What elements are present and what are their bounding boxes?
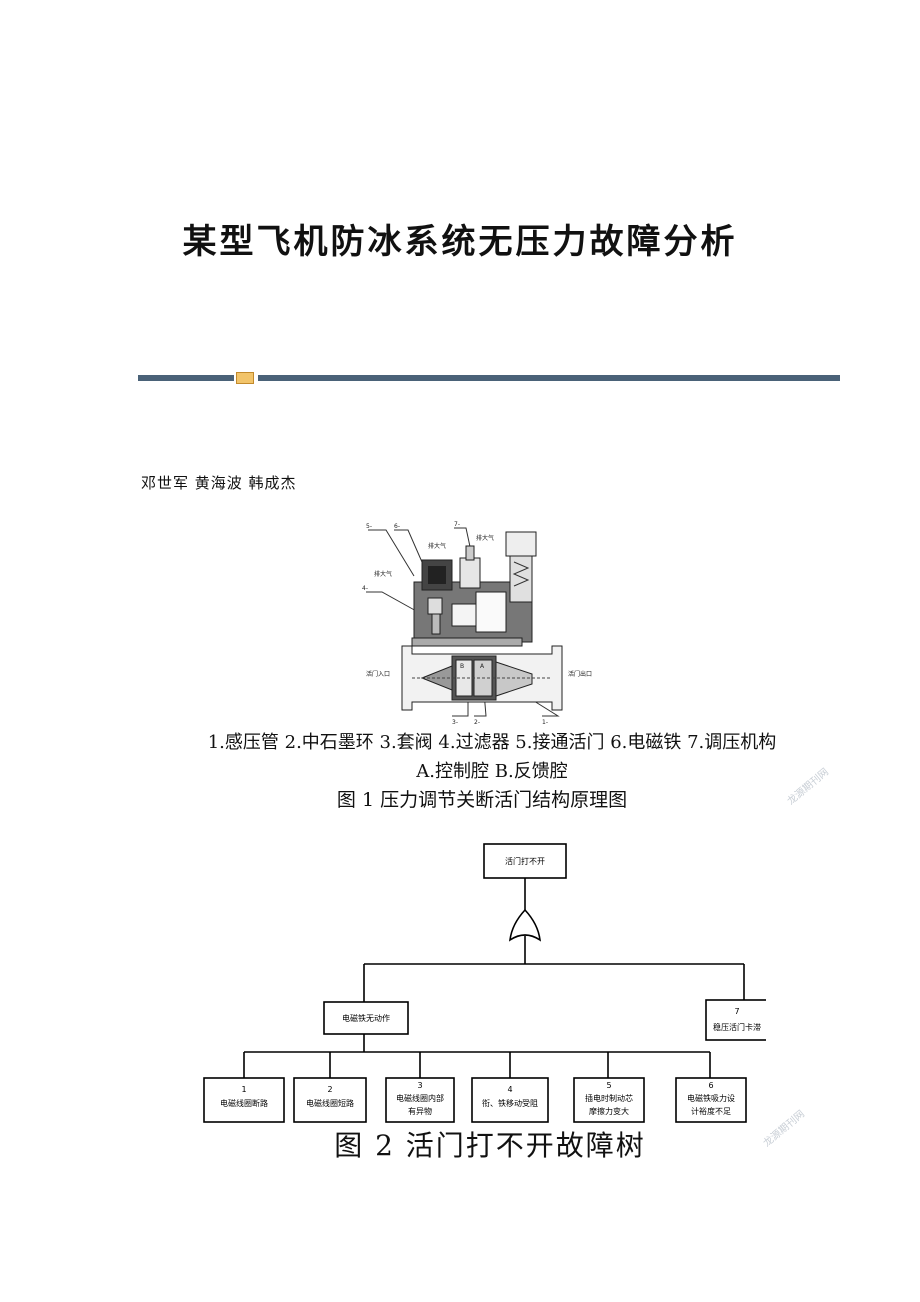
label-inlet: 活门入口	[366, 670, 390, 678]
leaf-6-num: 6	[708, 1081, 713, 1090]
title-divider	[138, 372, 840, 384]
label-exhaust-1: 排大气	[428, 542, 446, 550]
figure1-caption: 图 1 压力调节关断活门结构原理图	[336, 789, 628, 811]
divider-bar-left	[138, 375, 234, 381]
mid-left-label: 电磁铁无动作	[342, 1013, 390, 1023]
authors: 邓世军 黄海波 韩成杰	[141, 474, 297, 492]
label-n2: 2-	[474, 719, 480, 726]
divider-bar-right	[258, 375, 840, 381]
envelope-icon	[236, 372, 254, 384]
paper-title: 某型飞机防冰系统无压力故障分析	[182, 222, 738, 262]
figure2-caption: 图 2 活门打不开故障树	[334, 1129, 646, 1162]
figure2-fault-tree: 活门打不开 电磁铁无动作 7 稳压活门卡滞 1 电磁线圈断路 2 电磁线圈短路 …	[203, 843, 766, 1123]
label-chamber-b: B	[460, 663, 464, 670]
label-n1: 1-	[542, 719, 548, 726]
leaf-6-line2: 计裕度不足	[691, 1106, 731, 1116]
leaf-6-line1: 电磁铁吸力设	[687, 1093, 735, 1103]
mid-right-num: 7	[734, 1007, 739, 1016]
leaf-5-line2: 摩擦力变大	[589, 1106, 629, 1116]
figure1-legend-line2: A.控制腔 B.反馈腔	[416, 761, 568, 782]
label-exhaust-2: 排大气	[476, 534, 494, 542]
label-exhaust-3: 排大气	[374, 570, 392, 578]
mid-right-label: 稳压活门卡滞	[713, 1022, 761, 1032]
leaf-2-num: 2	[327, 1085, 332, 1094]
leaf-5-line1: 插电时制动芯	[585, 1093, 633, 1103]
leaf-5-num: 5	[606, 1081, 611, 1090]
label-n6: 6-	[394, 523, 400, 530]
leaf-4-num: 4	[507, 1085, 512, 1094]
leaf-3-line2: 有异物	[408, 1106, 432, 1116]
leaf-4-line1: 衔、铁移动受阻	[482, 1098, 538, 1108]
label-n7: 7-	[454, 521, 460, 528]
top-event-label: 活门打不开	[505, 856, 545, 866]
label-chamber-a: A	[480, 663, 485, 670]
label-n5: 5-	[366, 523, 372, 530]
figure1-legend-line1: 1.感压管 2.中石墨环 3.套阀 4.过滤器 5.接通活门 6.电磁铁 7.调…	[207, 732, 777, 753]
figure1-schematic: 5- 6- 7- 4- 排大气 排大气 排大气 活门入口 活门出口 3- 2- …	[362, 521, 592, 726]
label-outlet: 活门出口	[568, 670, 592, 678]
label-n4: 4-	[362, 585, 368, 592]
leaf-3-line1: 电磁线圈内部	[396, 1093, 444, 1103]
label-n3: 3-	[452, 719, 458, 726]
leaf-1-line1: 电磁线圈断路	[220, 1098, 268, 1108]
leaf-1-num: 1	[241, 1085, 246, 1094]
leaf-2-line1: 电磁线圈短路	[306, 1098, 354, 1108]
leaf-3-num: 3	[417, 1081, 422, 1090]
